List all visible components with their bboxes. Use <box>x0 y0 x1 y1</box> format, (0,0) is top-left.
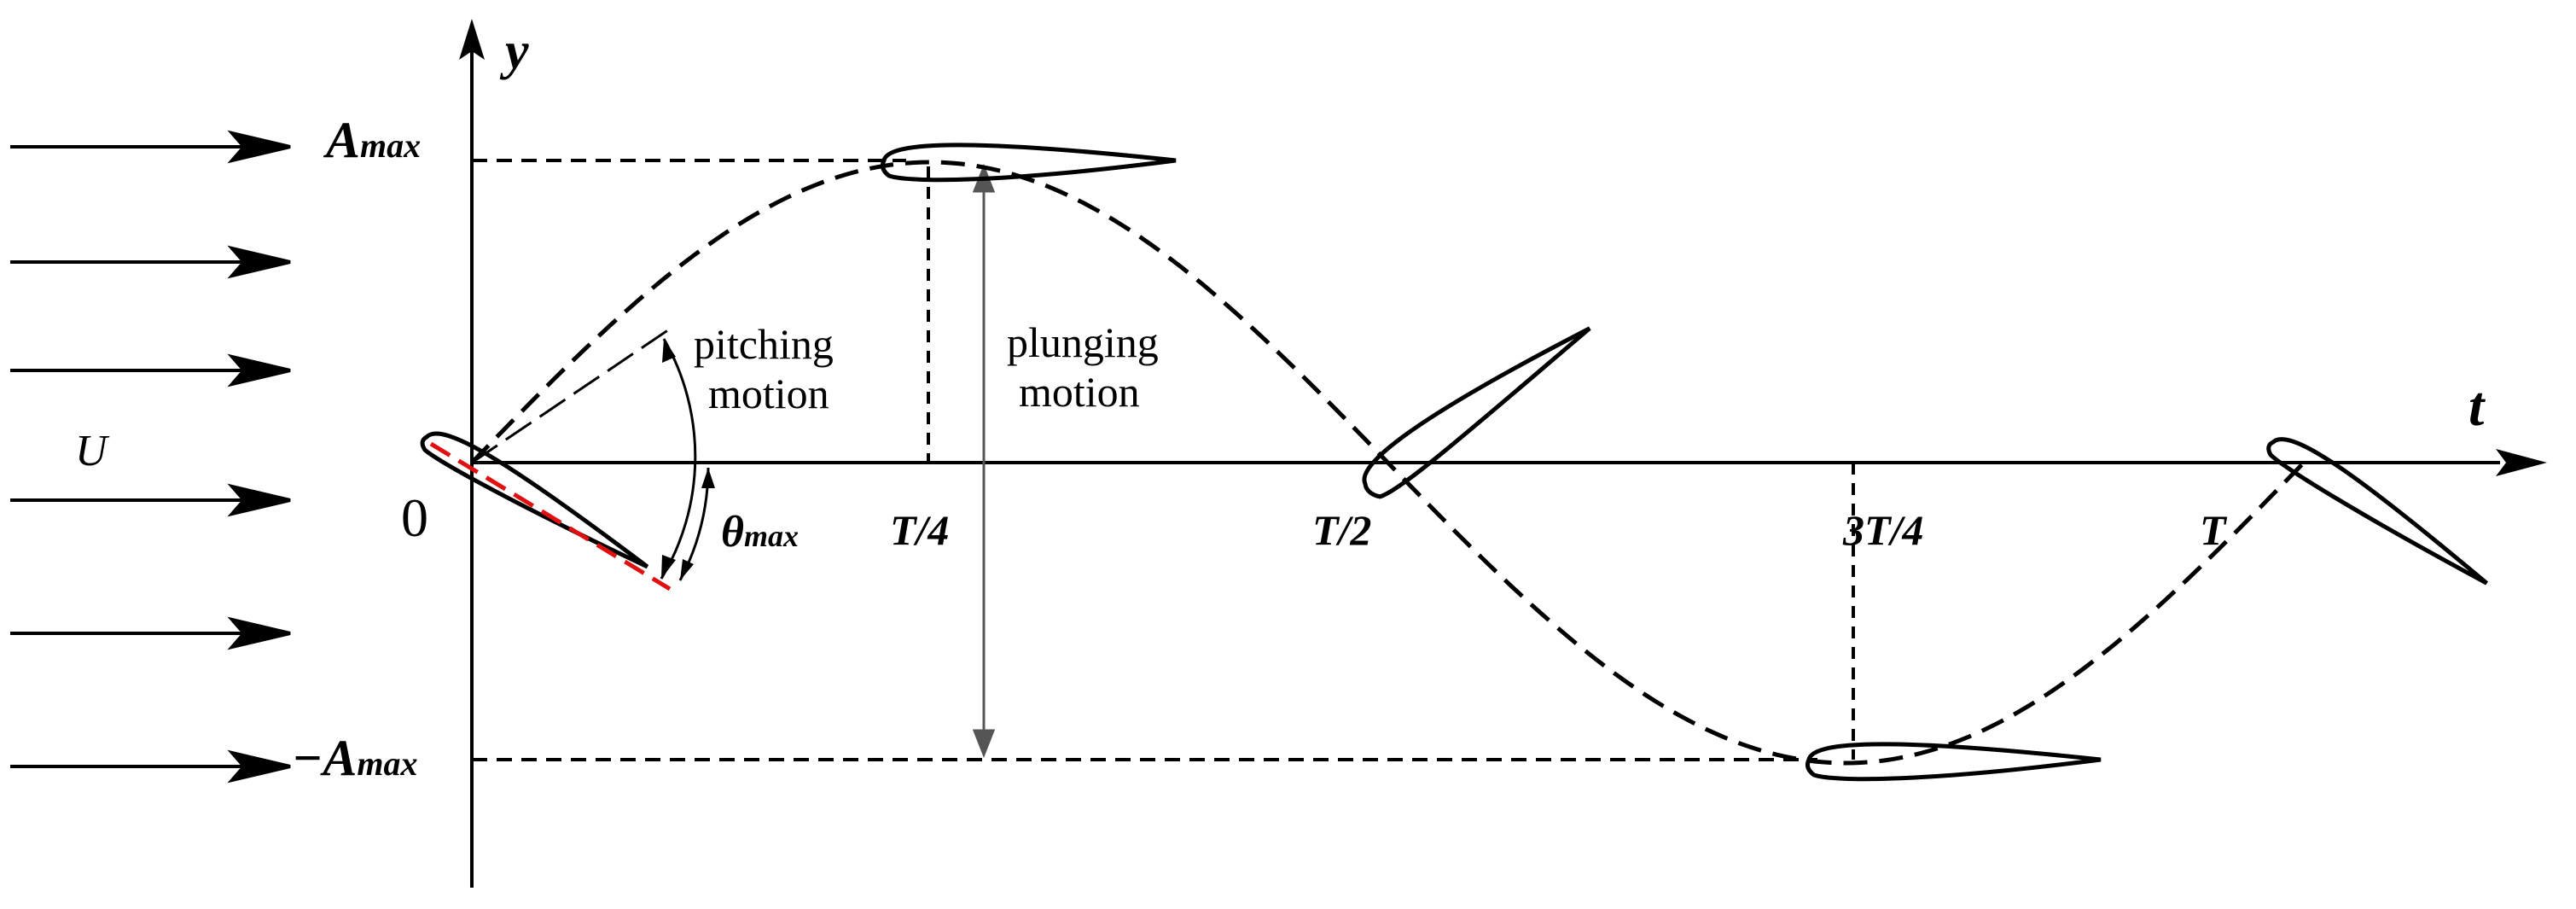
theta-max-label: θmax <box>721 508 799 556</box>
airfoil-three-quarter-period <box>1805 742 2102 782</box>
flow-arrowhead <box>227 353 291 387</box>
t-axis-label: t <box>2468 376 2486 438</box>
pitching-arc <box>660 338 697 580</box>
chord-line <box>429 441 672 591</box>
heave-trajectory <box>470 160 2306 766</box>
t-axis <box>472 449 2547 476</box>
airfoil-full-period <box>2266 437 2488 586</box>
plunging-motion-label: plunging motion <box>1007 318 1169 416</box>
flow-arrowhead <box>227 616 291 650</box>
freestream-label: U <box>75 427 110 475</box>
theta-max-arc-head <box>680 559 694 580</box>
airfoil-t0 <box>420 431 649 569</box>
pitching-arc-head <box>661 555 676 579</box>
tick-full-period: T <box>2200 506 2228 554</box>
flow-arrowhead <box>227 245 291 279</box>
flow-arrowhead <box>227 749 291 784</box>
y-axis-label: y <box>499 22 529 80</box>
pitching-arc-head <box>662 339 676 363</box>
tick-quarter-period: T/4 <box>890 506 949 554</box>
tick-three-quarter-period: 3T/4 <box>1842 506 1923 554</box>
flow-arrowhead <box>227 130 291 164</box>
pitching-motion-label: pitching motion <box>694 320 844 417</box>
pitch-reference-line <box>471 324 675 464</box>
airfoil-half-period <box>1362 326 1591 499</box>
neg-amax-label: −Amax <box>292 730 418 786</box>
tick-half-period: T/2 <box>1312 506 1371 554</box>
freestream-arrows <box>10 130 291 784</box>
origin-label: 0 <box>401 487 428 548</box>
amax-label: Amax <box>323 112 421 168</box>
flow-arrowhead <box>227 483 291 517</box>
theta-max-arc-head <box>701 468 715 488</box>
airfoil-quarter-period <box>880 143 1177 183</box>
